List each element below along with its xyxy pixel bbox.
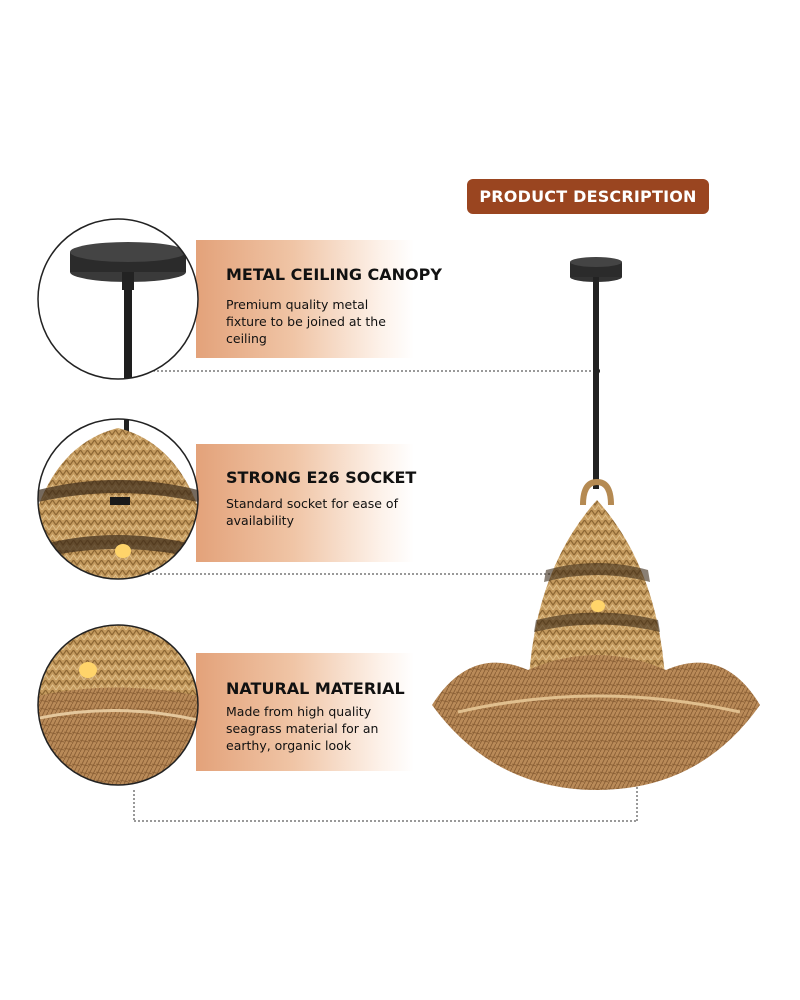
feature-band-material bbox=[196, 653, 414, 771]
feature-desc-material: Made from high quality seagrass material… bbox=[226, 704, 379, 753]
feature-band-canopy bbox=[196, 240, 414, 358]
feature-desc-socket: Standard socket for ease of availability bbox=[226, 496, 398, 528]
pendant-lamp bbox=[432, 257, 760, 790]
material-closeup-circle bbox=[37, 624, 199, 786]
feature-title-canopy: METAL CEILING CANOPY bbox=[226, 265, 442, 284]
canopy-closeup-circle bbox=[37, 218, 199, 380]
socket-closeup-circle bbox=[37, 418, 199, 580]
feature-title-socket: STRONG E26 SOCKET bbox=[226, 468, 417, 487]
product-description-badge: PRODUCT DESCRIPTION bbox=[467, 179, 709, 214]
feature-title-material: NATURAL MATERIAL bbox=[226, 679, 405, 698]
feature-desc-canopy: Premium quality metal fixture to be join… bbox=[226, 297, 386, 346]
feature-band-socket bbox=[196, 444, 414, 562]
leader-line-socket bbox=[101, 549, 603, 609]
